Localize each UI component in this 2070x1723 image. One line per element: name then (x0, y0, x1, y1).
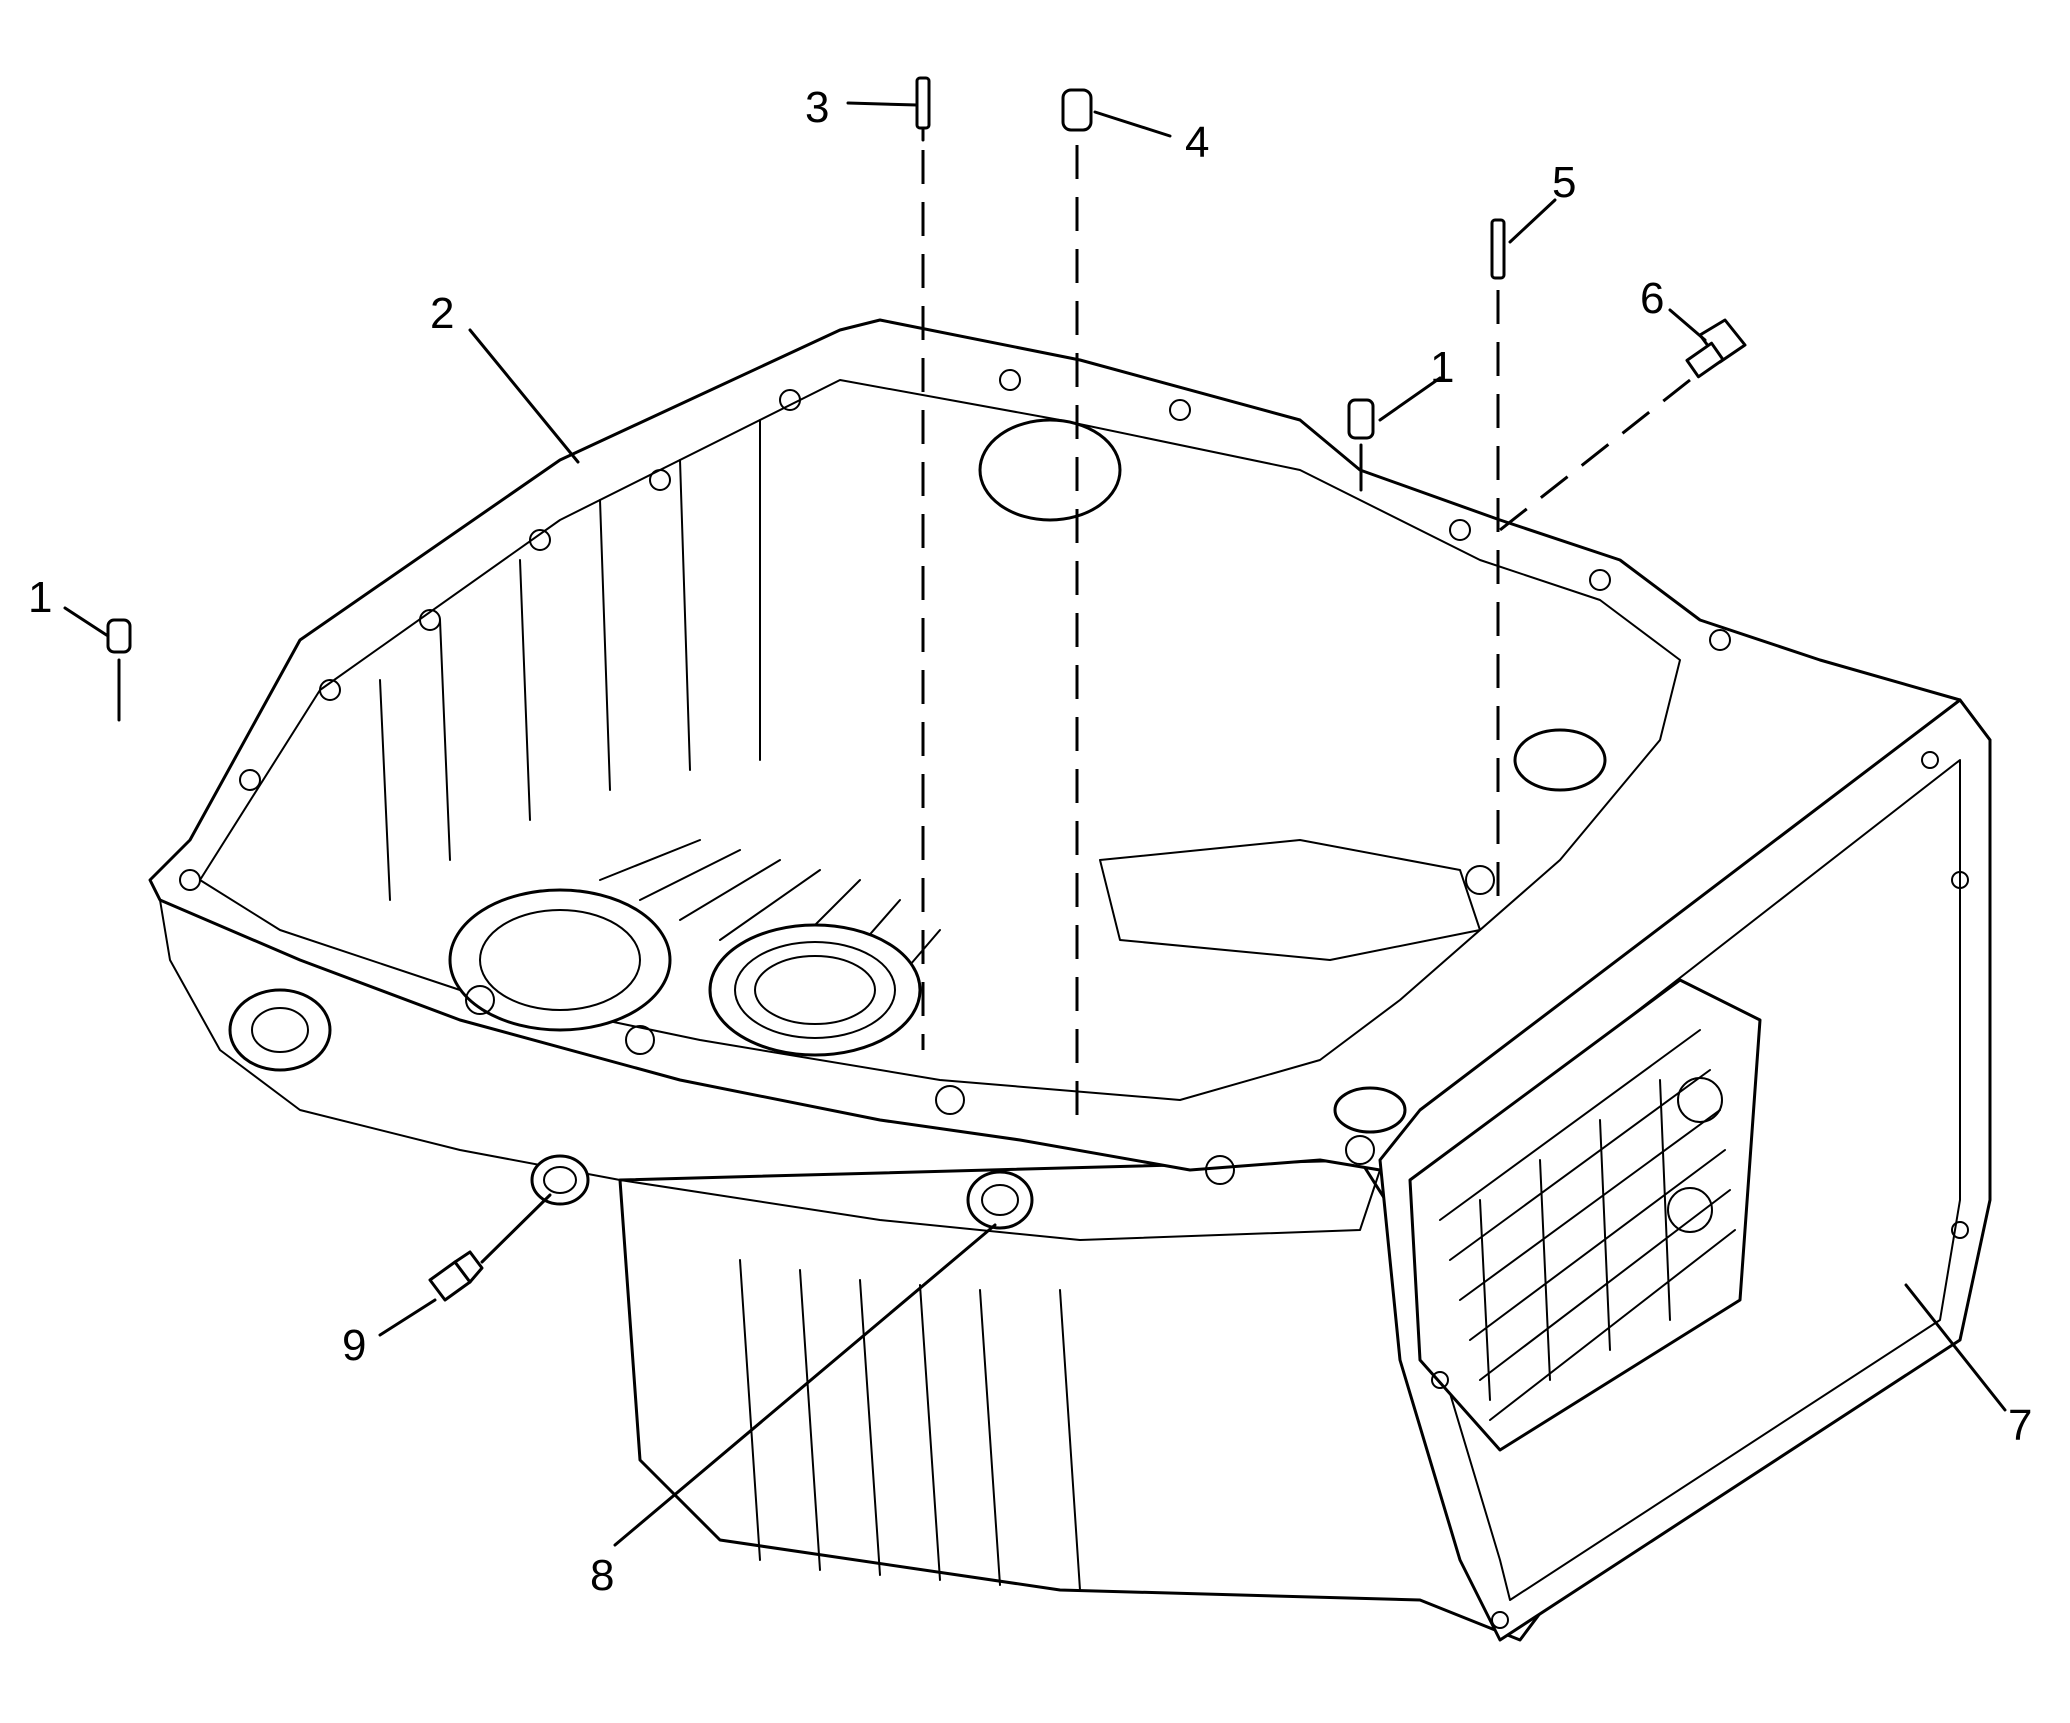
callout-4: 4 (1185, 118, 1209, 167)
dowel-4 (1061, 88, 1093, 1130)
callout-6: 6 (1640, 274, 1664, 323)
dowel-pin-right (1347, 398, 1375, 492)
callout-9: 9 (342, 1321, 366, 1370)
callout-8: 8 (590, 1551, 614, 1600)
sensor-6 (1499, 318, 1747, 532)
flange-bolt-holes (179, 369, 1731, 1185)
transmission-case (148, 318, 1992, 1642)
dowel-pin-left (106, 618, 132, 722)
callout-1-left: 1 (28, 573, 52, 622)
plug-9 (428, 1193, 552, 1302)
callout-2: 2 (430, 289, 454, 338)
drain-port (966, 1170, 1034, 1230)
callout-7: 7 (2008, 1401, 2032, 1450)
callout-5: 5 (1552, 158, 1576, 207)
leader-lines (63, 101, 2007, 1547)
pin-3 (915, 76, 931, 1050)
plug-port (530, 1154, 590, 1206)
callout-1-right: 1 (1430, 343, 1454, 392)
pin-5 (1490, 218, 1506, 900)
valve-body-gasket (1378, 698, 1992, 1642)
callout-3: 3 (805, 83, 829, 132)
